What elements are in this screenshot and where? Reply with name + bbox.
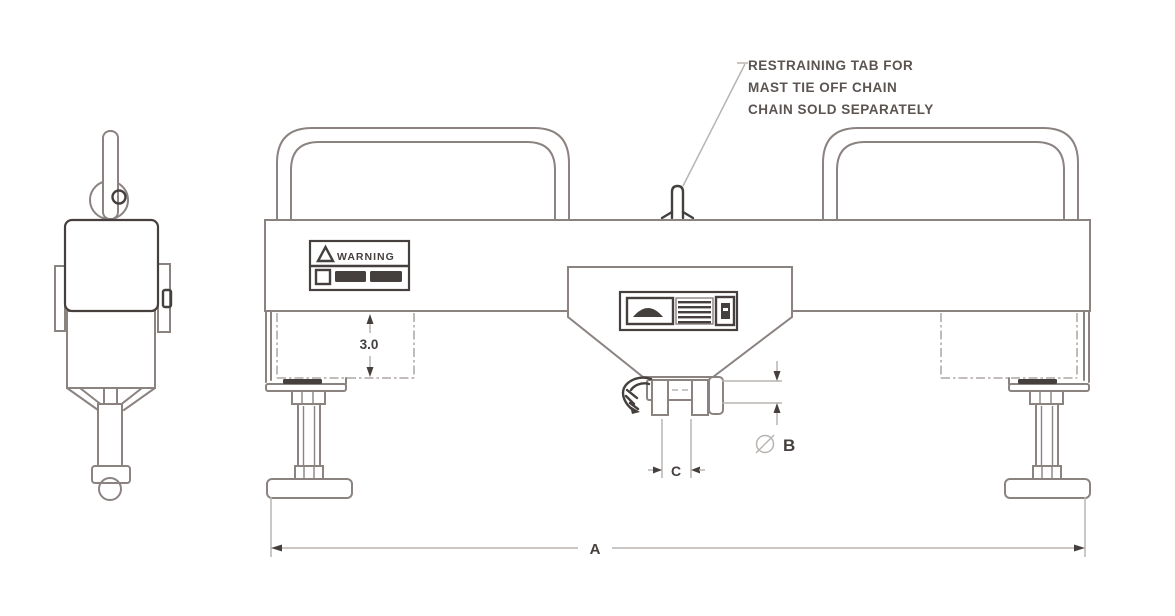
warning-fine-print — [370, 271, 402, 282]
nameplate-logo-icon — [633, 308, 663, 317]
dim-B-label: B — [783, 436, 795, 455]
dim-pin-spacing: C — [648, 419, 705, 479]
annotation-line-3: CHAIN SOLD SEPARATELY — [748, 102, 934, 117]
dim-3_0-label: 3.0 — [360, 337, 379, 352]
front-view: WARNING — [264, 62, 1091, 499]
pin-end-cap — [708, 376, 724, 415]
tab-loop — [102, 130, 119, 220]
warning-fine-print — [335, 271, 366, 282]
nameplate — [618, 290, 739, 332]
shaft-collar — [91, 465, 131, 484]
ring-section — [111, 189, 127, 205]
bracket-shadow — [283, 379, 322, 384]
leader-line — [682, 63, 746, 187]
right-leg — [1004, 310, 1091, 499]
warning-title: WARNING — [337, 251, 395, 263]
warning-triangle-icon — [315, 244, 336, 263]
left-fork-pocket-hidden — [276, 313, 415, 379]
side-latch-nub — [161, 288, 173, 309]
right-fork-pocket-hidden — [940, 313, 1078, 379]
left-lug — [651, 379, 669, 416]
nameplate-text-line — [678, 301, 711, 304]
retaining-clip — [621, 376, 653, 414]
warning-label: WARNING — [308, 239, 411, 292]
right-foot — [1004, 478, 1091, 499]
hook-shaft — [97, 403, 123, 469]
dim-C-label: C — [671, 463, 681, 479]
annotation-line-2: MAST TIE OFF CHAIN — [748, 80, 897, 95]
side-view — [54, 130, 173, 501]
warning-square-icon — [314, 268, 332, 286]
left-leg — [265, 310, 353, 499]
nameplate-text-line — [678, 306, 711, 309]
fork-pocket-section — [66, 310, 156, 389]
nameplate-text-line — [678, 321, 711, 324]
dimensions: 3.0 A B — [270, 314, 1086, 558]
boom-body-section — [63, 218, 160, 313]
restraining-tab — [670, 184, 685, 220]
dim-pin-diameter: B — [722, 361, 795, 455]
hook-ball-end — [98, 477, 122, 501]
dim-fork-pocket-height: 3.0 — [360, 314, 379, 377]
nameplate-text-line — [678, 316, 711, 319]
left-handle — [276, 127, 570, 221]
right-lug — [691, 379, 709, 416]
right-handle — [822, 127, 1079, 221]
nameplate-text-line — [678, 311, 711, 314]
bracket-shadow — [1018, 379, 1057, 384]
annotation-line-1: RESTRAINING TAB FOR — [748, 58, 913, 73]
hook-pin-assembly — [621, 376, 724, 416]
dim-A-label: A — [590, 541, 601, 558]
annotation-note: RESTRAINING TAB FOR MAST TIE OFF CHAIN C… — [748, 58, 934, 117]
dim-overall-width: A — [270, 497, 1086, 558]
left-foot — [266, 478, 353, 499]
left-side-plate — [54, 265, 66, 332]
diameter-symbol-icon — [755, 434, 775, 454]
